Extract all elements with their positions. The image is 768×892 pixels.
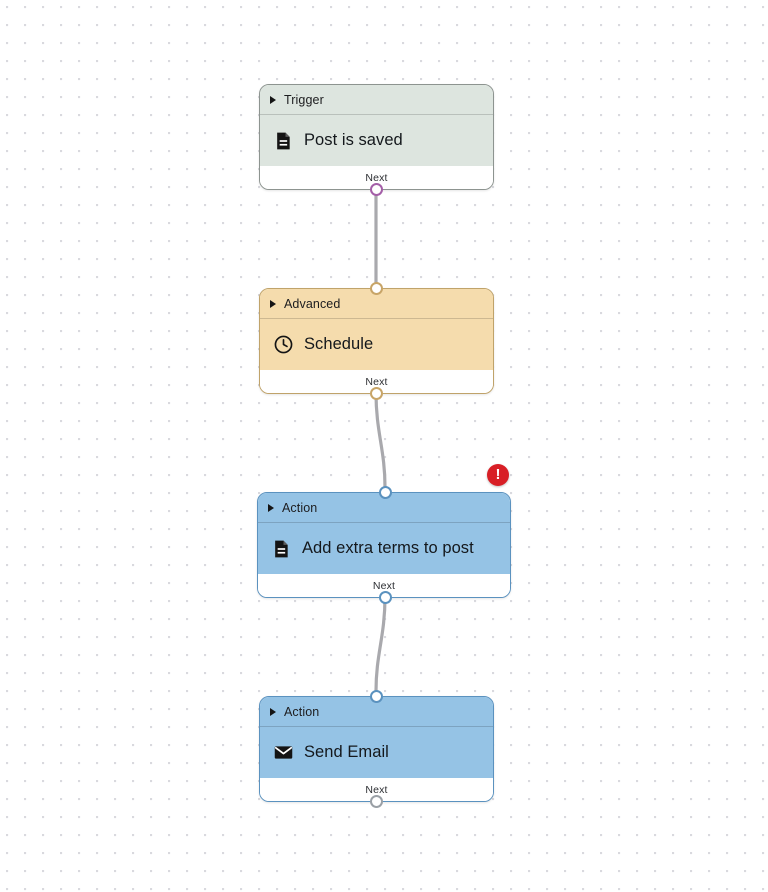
node-body-advanced[interactable]: Schedule	[260, 318, 493, 370]
node-error-badge[interactable]: !	[487, 464, 509, 486]
node-type-label: Action	[284, 704, 320, 719]
node-type-label: Action	[282, 500, 318, 515]
node-header-advanced[interactable]: Advanced	[260, 289, 493, 318]
node-footer-next[interactable]: Next	[260, 778, 493, 801]
node-footer-next[interactable]: Next	[258, 574, 510, 597]
node-header-trigger[interactable]: Trigger	[260, 85, 493, 114]
clock-icon	[272, 334, 294, 356]
disclosure-triangle-icon[interactable]	[270, 299, 276, 308]
connector-action-add-terms-to-send-email	[374, 595, 387, 693]
workflow-node-trigger[interactable]: Trigger Post is saved Next	[259, 84, 494, 190]
node-type-label: Trigger	[284, 92, 324, 107]
node-title: Schedule	[304, 335, 374, 353]
node-footer-label: Next	[365, 375, 388, 388]
node-title: Add extra terms to post	[302, 539, 474, 557]
workflow-node-action-send-email[interactable]: Action Send Email Next	[259, 696, 494, 802]
node-footer-next[interactable]: Next	[260, 166, 493, 189]
node-footer-label: Next	[372, 579, 396, 592]
output-handle-action-add-terms[interactable]	[378, 590, 392, 604]
envelope-icon	[272, 742, 294, 764]
document-icon	[270, 538, 292, 560]
workflow-node-action-add-terms[interactable]: Action Add extra terms to post Next	[257, 492, 511, 598]
output-handle-action-send-email[interactable]	[369, 794, 383, 808]
workflow-node-advanced[interactable]: Advanced Schedule Next	[259, 288, 494, 394]
node-footer-label: Next	[365, 783, 388, 796]
node-body-action-add-terms[interactable]: Add extra terms to post	[258, 522, 510, 574]
node-footer-label: Next	[365, 171, 388, 184]
disclosure-triangle-icon[interactable]	[270, 707, 276, 716]
node-title: Send Email	[304, 743, 389, 761]
disclosure-triangle-icon[interactable]	[270, 95, 276, 104]
node-body-trigger[interactable]: Post is saved	[260, 114, 493, 166]
output-handle-trigger[interactable]	[369, 182, 383, 196]
node-footer-next[interactable]: Next	[260, 370, 493, 393]
input-handle-action-add-terms[interactable]	[378, 485, 392, 499]
input-handle-advanced[interactable]	[369, 281, 383, 295]
node-header-action-add-terms[interactable]: Action	[258, 493, 510, 522]
connector-advanced-to-action-add-terms	[374, 391, 387, 489]
input-handle-action-send-email[interactable]	[369, 689, 383, 703]
output-handle-advanced[interactable]	[369, 386, 383, 400]
document-icon	[272, 130, 294, 152]
node-body-action-send-email[interactable]: Send Email	[260, 726, 493, 778]
node-title: Post is saved	[304, 131, 403, 149]
error-exclamation-icon: !	[495, 466, 501, 483]
disclosure-triangle-icon[interactable]	[268, 503, 274, 512]
node-type-label: Advanced	[284, 296, 341, 311]
